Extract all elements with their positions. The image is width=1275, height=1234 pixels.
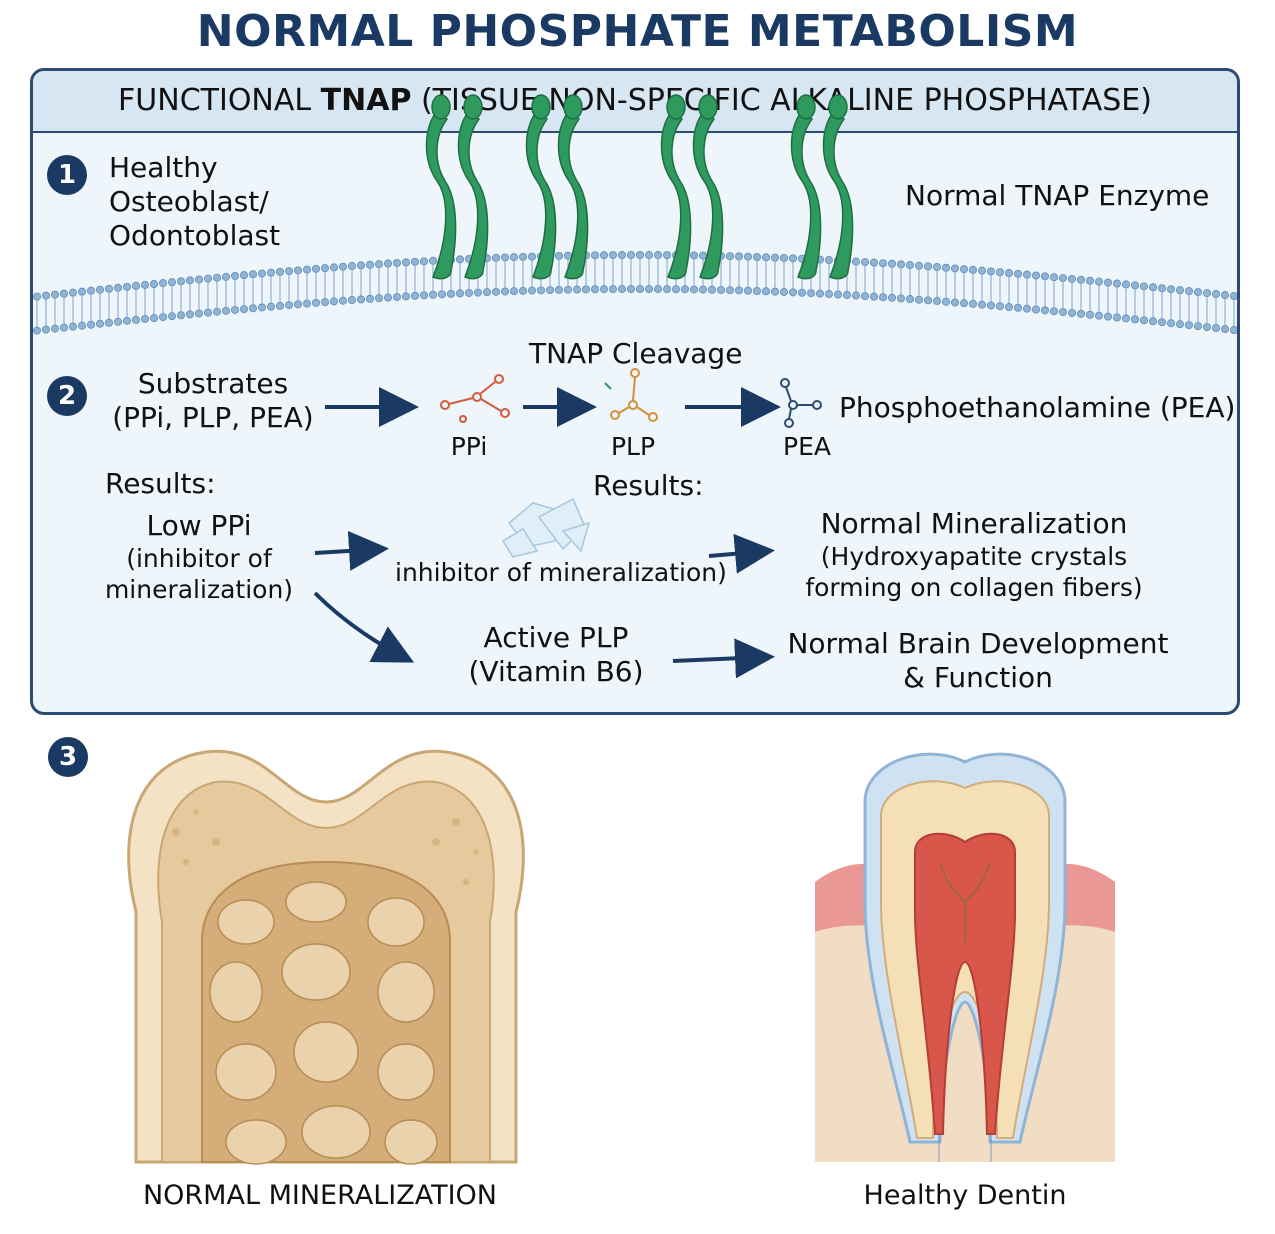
tnap-cleavage-label: TNAP Cleavage [529, 337, 743, 370]
substrates-label: Substrates (PPi, PLP, PEA) [103, 367, 323, 435]
tnap-enzymes [425, 94, 854, 280]
active-plp-line-2: (Vitamin B6) [468, 655, 644, 688]
results-mid-label: Results: [593, 469, 704, 502]
results-left-label: Results: [105, 467, 216, 500]
tnap-enzyme-4 [790, 94, 854, 280]
normal-mineralization-block: Normal Mineralization (Hydroxyapatite cr… [781, 507, 1167, 603]
tnap-panel: FUNCTIONAL TNAP (TISSUE NON-SPECIFIC ALK… [30, 68, 1240, 715]
pea-label: PEA [783, 432, 831, 461]
cell-line-2: Osteoblast/ [109, 185, 269, 218]
plp-molecule-icon [604, 368, 658, 422]
ppi-label: PPi [450, 432, 488, 461]
tnap-enzyme-2 [525, 94, 589, 280]
step-1-badge: 1 [47, 155, 87, 195]
brain-line-1: Normal Brain Development [787, 627, 1169, 660]
pea-full-label: Phosphoethanolamine (PEA) [839, 391, 1236, 424]
brain-development-block: Normal Brain Development & Function [773, 627, 1183, 695]
low-ppi-block: Low PPi (inhibitor of mineralization) [101, 509, 297, 605]
crystal-icon [501, 497, 591, 558]
page-title: NORMAL PHOSPHATE METABOLISM [196, 6, 1079, 57]
header-bold: TNAP [320, 83, 412, 118]
brain-line-2: & Function [903, 661, 1053, 694]
substrates-line-1: Substrates [137, 367, 289, 400]
low-ppi-line-2: (inhibitor of [126, 544, 272, 573]
tooth-illustration [815, 752, 1115, 1162]
step-3-badge: 3 [48, 737, 88, 777]
normal-tnap-enzyme-label: Normal TNAP Enzyme [905, 179, 1210, 212]
cell-line-3: Odontoblast [109, 219, 281, 252]
cell-membrane [33, 94, 1237, 335]
cell-line-1: Healthy [109, 151, 218, 184]
low-ppi-title: Low PPi [146, 509, 252, 542]
active-plp-block: Active PLP (Vitamin B6) [443, 621, 669, 689]
ppi-molecule-icon [440, 374, 510, 423]
active-plp-title: Active PLP [483, 621, 629, 654]
step-2-badge: 2 [47, 376, 87, 416]
inhibitor-text: inhibitor of mineralization) [395, 558, 727, 587]
low-ppi-line-3: mineralization) [104, 575, 294, 604]
tooth-caption: Healthy Dentin [863, 1180, 1067, 1211]
plp-label: PLP [610, 432, 656, 461]
arrow-lowppi-to-plp [313, 591, 415, 663]
bone-illustration [127, 749, 525, 1165]
healthy-cell-label: Healthy Osteoblast/ Odontoblast [109, 151, 280, 253]
cleavage-arrows [313, 368, 822, 679]
tnap-enzyme-1 [425, 94, 489, 280]
normal-min-line-2: (Hydroxyapatite crystals [820, 542, 1128, 571]
normal-min-title: Normal Mineralization [820, 507, 1128, 540]
tnap-enzyme-3 [660, 94, 724, 280]
normal-min-line-3: forming on collagen fibers) [805, 573, 1143, 602]
arrow-plp-to-brain [672, 638, 775, 679]
pea-molecule-icon [780, 378, 822, 428]
substrates-line-2: (PPi, PLP, PEA) [112, 401, 314, 434]
bone-caption: NORMAL MINERALIZATION [142, 1180, 498, 1211]
arrow-lowppi-to-inhibitor [314, 530, 389, 571]
arrow-inhibitor-to-mineral [708, 533, 775, 574]
header-pre: FUNCTIONAL [118, 83, 321, 118]
